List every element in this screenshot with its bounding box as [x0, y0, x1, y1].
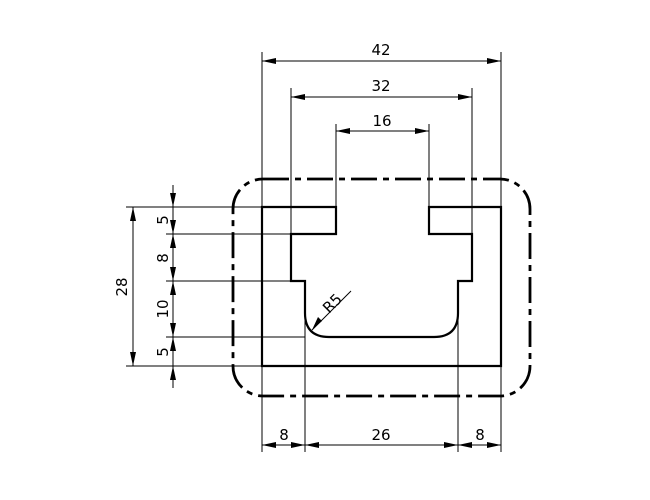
dimension-label-inner-bottom: 26	[371, 426, 390, 444]
dimension-label-right-wall: 8	[475, 426, 485, 444]
dimension-opening-width: 16	[336, 112, 429, 134]
dimension-overall-width: 42	[262, 41, 501, 64]
top-extension-lines	[261, 52, 502, 234]
dimension-label-slot-upper-height: 8	[154, 253, 172, 263]
bottom-extension-lines	[261, 313, 502, 452]
dimension-label-base-height: 5	[154, 347, 172, 357]
left-extension-lines	[126, 206, 305, 367]
dimension-slot-width: 32	[291, 77, 472, 100]
dimension-overall-height: 28	[113, 207, 136, 366]
dimension-label-left-wall: 8	[279, 426, 289, 444]
radius-label: R5	[319, 290, 346, 317]
outer-profile-outline	[231, 177, 532, 398]
dimension-chain-horizontal: 8 26 8	[262, 426, 501, 448]
dimension-label-opening-width: 16	[372, 112, 391, 130]
dimension-chain-vertical: 5 8 10 5	[154, 185, 176, 388]
dimension-label-slot-lower-height: 10	[154, 299, 172, 318]
inner-profile-outline	[260, 205, 503, 368]
dimension-label-lip-height: 5	[154, 215, 172, 225]
dimension-label-slot-width: 32	[371, 77, 390, 95]
radius-callout: R5	[311, 290, 352, 331]
dimension-label-overall-height: 28	[113, 277, 131, 296]
dimension-label-overall-width: 42	[371, 41, 390, 59]
